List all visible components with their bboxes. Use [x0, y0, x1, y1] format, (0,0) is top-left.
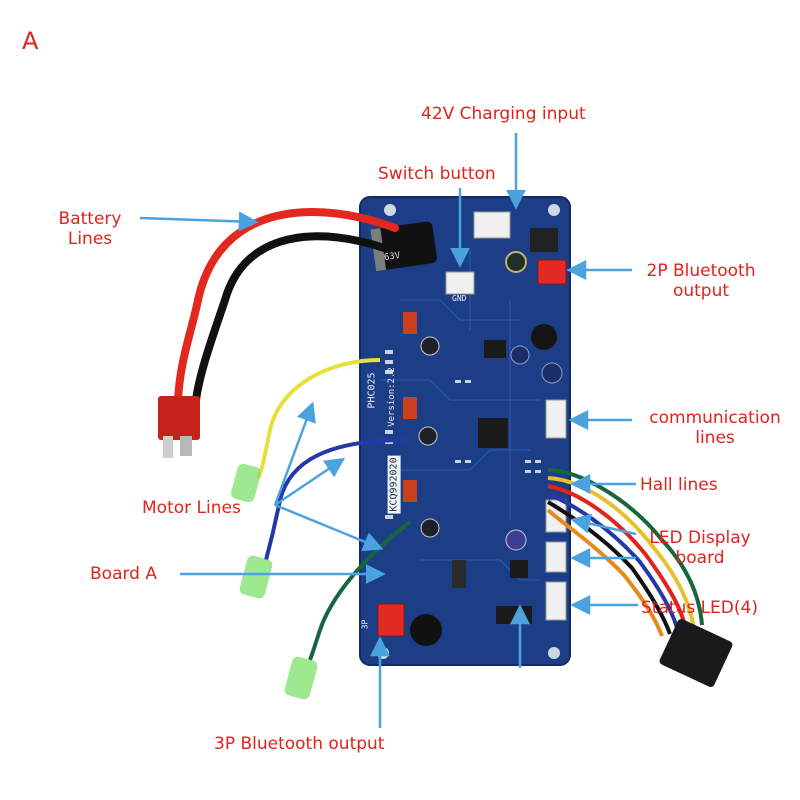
label-communication-lines: communication lines	[637, 408, 793, 448]
label-switch-button: Switch button	[378, 164, 496, 184]
label-bluetooth-2p-line2: output	[672, 281, 730, 301]
label-charging-input: 42V Charging input	[421, 104, 586, 124]
connector-3p-marking: 3P	[360, 619, 370, 630]
label-bluetooth-2p: 2P Bluetooth output	[636, 261, 766, 301]
arrow-battery	[139, 211, 259, 232]
label-status-led: Status LED(4)	[641, 598, 758, 618]
arrow-motor-green	[274, 503, 384, 552]
battery-wires	[158, 207, 399, 458]
gnd-marking: GND	[452, 294, 467, 303]
label-motor-lines: Motor Lines	[142, 498, 241, 518]
motor-wires	[231, 358, 412, 700]
label-led-display: LED Display board	[640, 528, 760, 568]
figure-letter: A	[22, 27, 39, 55]
label-battery-lines-line1: Battery	[58, 209, 122, 229]
label-hall-lines: Hall lines	[640, 475, 718, 495]
board-model-marking: PHC025	[366, 372, 378, 409]
label-battery-lines-line2: Lines	[67, 229, 113, 249]
board-version-marking: Version:2.2	[386, 367, 397, 427]
label-battery-lines: Battery Lines	[48, 209, 132, 249]
label-communication-line2: lines	[695, 428, 735, 448]
arrow-led-display-1	[570, 513, 637, 536]
arrow-motor-blue	[274, 457, 346, 507]
board-code-marking: KCQ992020	[387, 455, 401, 514]
label-bluetooth-2p-line1: 2P Bluetooth	[646, 261, 756, 281]
hall-plug	[659, 618, 733, 688]
label-communication-line1: communication	[649, 408, 781, 428]
arrow-motor-yellow	[273, 401, 316, 506]
label-bluetooth-3p: 3P Bluetooth output	[214, 734, 385, 754]
battery-connector	[158, 396, 200, 440]
label-led-display-line2: board	[675, 548, 725, 568]
label-led-display-line1: LED Display	[649, 528, 751, 548]
annotation-arrows	[139, 133, 638, 728]
pcb-board	[359, 196, 571, 666]
label-board-a: Board A	[90, 564, 157, 584]
